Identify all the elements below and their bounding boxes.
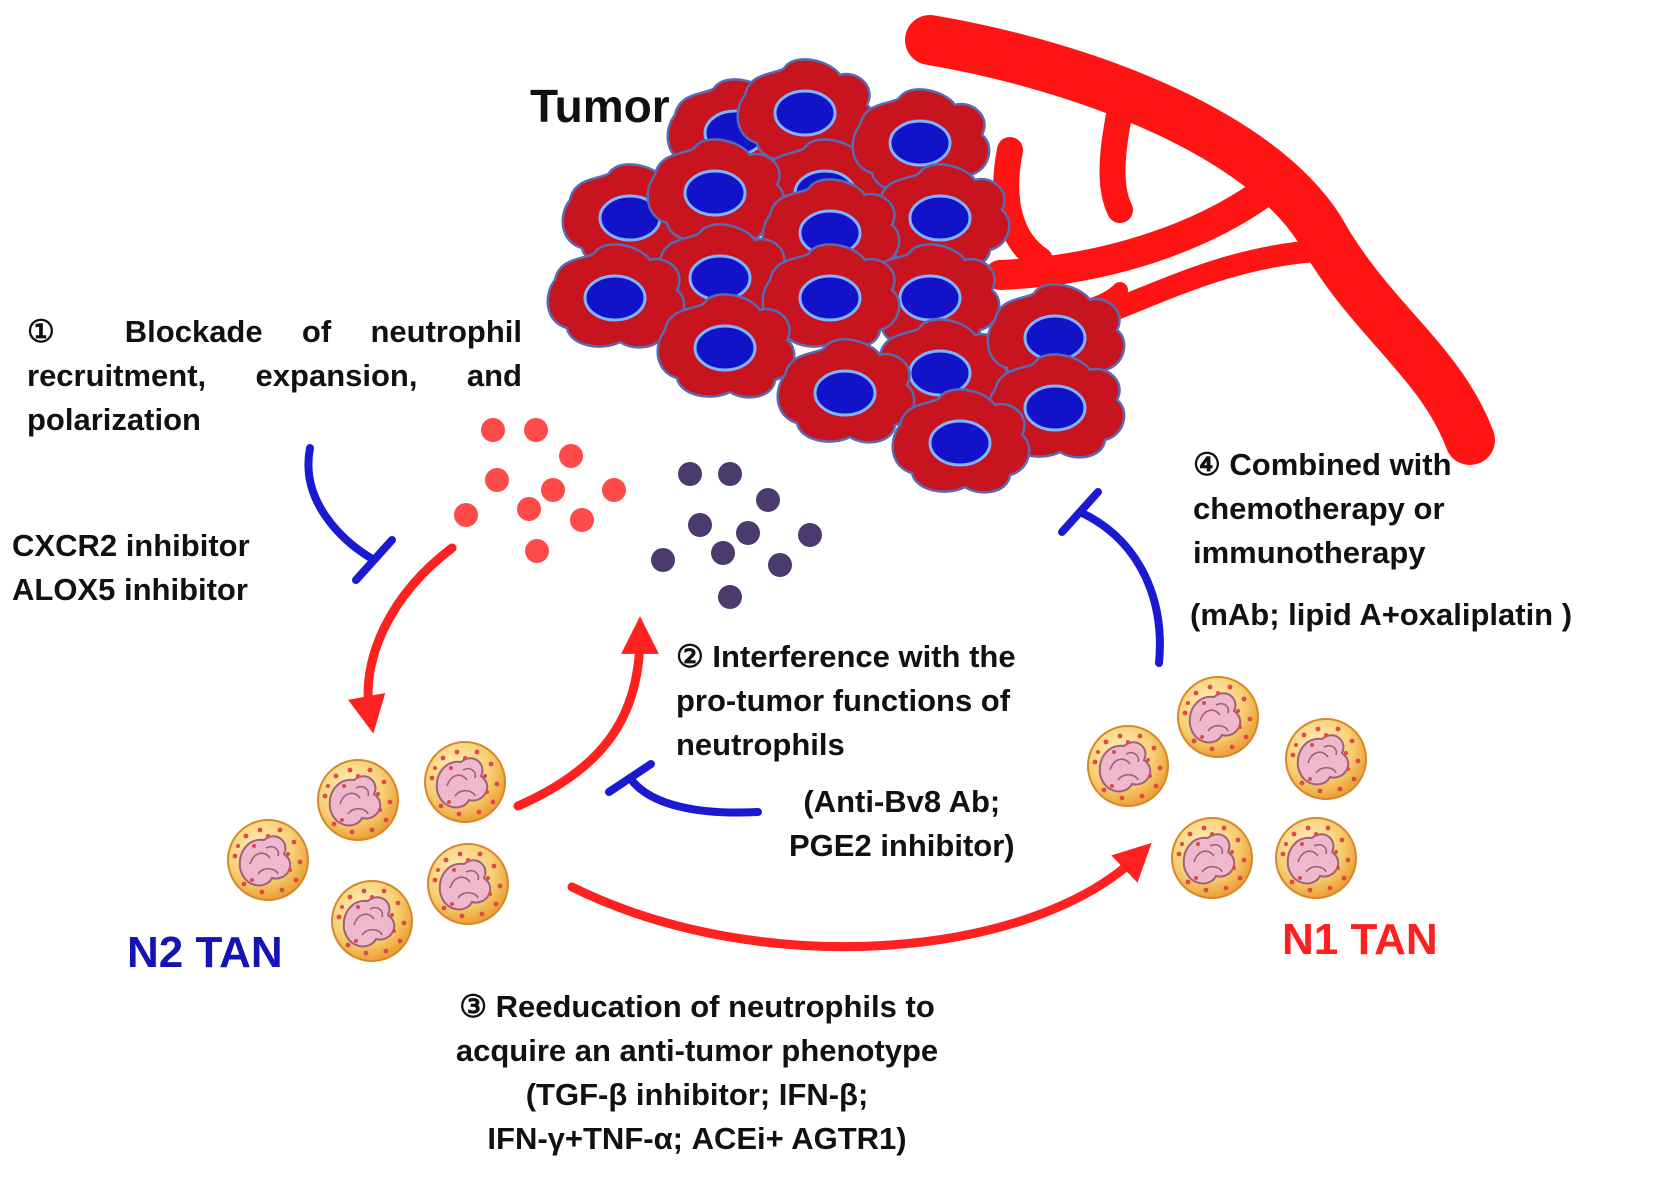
neutrophil-cell <box>317 759 399 841</box>
strategy3-line: acquire an anti-tumor phenotype <box>455 1033 939 1068</box>
strategy2-description: ② Interference with the pro-tumor functi… <box>676 635 1016 767</box>
purple-factor-dot <box>756 488 780 512</box>
neutrophil-cell <box>427 843 509 925</box>
red-factor-dot <box>559 444 583 468</box>
strategy2-line: neutrophils <box>676 727 845 762</box>
purple-factor-dot <box>768 553 792 577</box>
red-factor-dot <box>517 497 541 521</box>
strategy1-line: ① Blockade of neutrophil <box>27 314 522 349</box>
red-factor-dot <box>570 508 594 532</box>
purple-factor-dot <box>688 513 712 537</box>
inhibit-tumor <box>1076 508 1164 667</box>
agent-alox5: ALOX5 inhibitor <box>12 572 248 607</box>
protumor-arrow <box>513 616 659 811</box>
red-factor-dot <box>485 468 509 492</box>
strategy1-line: recruitment, expansion, and <box>27 358 522 393</box>
neutrophil-cell <box>1285 718 1367 800</box>
red-factor-dot <box>541 478 565 502</box>
strategy2-line: pro-tumor functions of <box>676 683 1011 718</box>
activation-arrows <box>348 543 1152 952</box>
strategy1-description: ① Blockade of neutrophil recruitment, ex… <box>27 310 522 442</box>
inhibition-arrows <box>304 444 1164 817</box>
strategy2-agent: (Anti-Bv8 Ab; <box>803 784 1001 819</box>
strategy3-agent: IFN-γ+TNF-α; ACEi+ AGTR1) <box>487 1121 907 1156</box>
red-factor-dot <box>481 418 505 442</box>
n1-tan-label: N1 TAN <box>1282 915 1438 964</box>
strategy2-agent: PGE2 inhibitor) <box>789 828 1015 863</box>
inhibit-protumor <box>626 774 762 817</box>
strategy4-agent: (mAb; lipid A+oxaliplatin ) <box>1190 597 1573 632</box>
strategy2-agents: (Anti-Bv8 Ab; PGE2 inhibitor) <box>789 780 1015 868</box>
recruitment-arrow <box>348 543 457 734</box>
red-factor-dot <box>524 418 548 442</box>
strategy1-line: polarization <box>27 402 201 437</box>
neutrophil-cell <box>1177 676 1259 758</box>
inhibit-recruitment <box>304 444 378 564</box>
strategy1-agents: CXCR2 inhibitor ALOX5 inhibitor <box>12 524 250 612</box>
neutrophil-cell <box>331 880 413 962</box>
purple-factor-dot <box>678 462 702 486</box>
strategy4-line: chemotherapy or <box>1193 491 1445 526</box>
inhibit-recruitment-bar <box>352 536 396 584</box>
red-factor-dot <box>602 478 626 502</box>
inhibit-tumor-bar <box>1058 488 1102 536</box>
strategy4-line: ④ Combined with <box>1193 447 1452 482</box>
purple-factor-dot <box>736 521 760 545</box>
purple-factors <box>651 462 822 609</box>
purple-factor-dot <box>651 548 675 572</box>
reeducation-arrow <box>567 842 1152 952</box>
strategy4-description: ④ Combined with chemotherapy or immunoth… <box>1193 443 1452 575</box>
strategy3-description: ③ Reeducation of neutrophils to acquire … <box>0 985 1654 1161</box>
neutrophil-cell <box>424 741 506 823</box>
blood-vessel <box>905 15 1495 465</box>
strategy4-line: immunotherapy <box>1193 535 1426 570</box>
red-factors <box>454 418 626 563</box>
neutrophil-cell <box>227 819 309 901</box>
inhibit-protumor-bar <box>605 760 655 796</box>
red-factor-dot <box>525 539 549 563</box>
strategy3-agent: (TGF-β inhibitor; IFN-β; <box>525 1077 869 1112</box>
n2-tan-label: N2 TAN <box>127 928 283 977</box>
tumor-label: Tumor <box>530 80 670 132</box>
neutrophil-cell <box>1171 817 1253 899</box>
strategy2-line: ② Interference with the <box>676 639 1016 674</box>
strategy3-line: ③ Reeducation of neutrophils to <box>459 989 935 1024</box>
strategy4-agents: (mAb; lipid A+oxaliplatin ) <box>1190 593 1572 637</box>
purple-factor-dot <box>711 541 735 565</box>
neutrophil-cell <box>1087 725 1169 807</box>
purple-factor-dot <box>718 585 742 609</box>
agent-cxcr2: CXCR2 inhibitor <box>12 528 250 563</box>
tumor-cell <box>776 337 916 444</box>
neutrophil-cell <box>1275 817 1357 899</box>
purple-factor-dot <box>798 523 822 547</box>
purple-factor-dot <box>718 462 742 486</box>
red-factor-dot <box>454 503 478 527</box>
